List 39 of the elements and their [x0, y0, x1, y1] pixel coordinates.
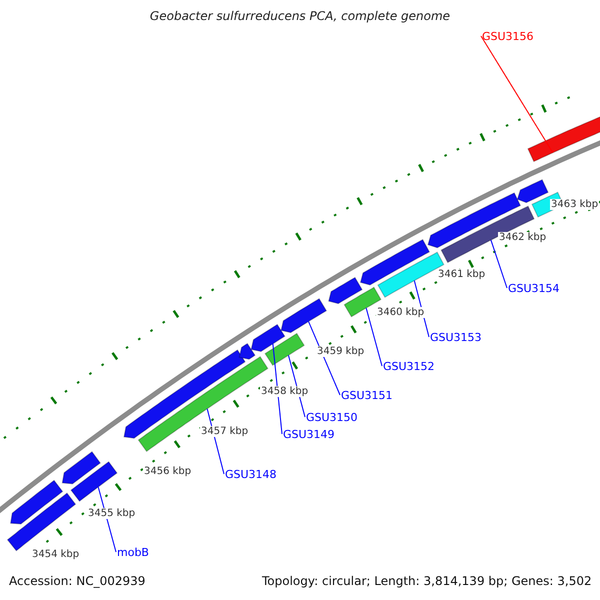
- gene-label: mobB: [117, 547, 149, 560]
- scale-label: 3463 kbp: [550, 199, 600, 210]
- gene-label: GSU3153: [430, 332, 482, 344]
- scale-label: 3461 kbp: [437, 269, 486, 280]
- gene-label: GSU3154: [508, 283, 560, 296]
- scale-label: 3460 kbp: [376, 307, 426, 318]
- accession-text: Accession: NC_002939: [9, 575, 146, 588]
- genome-summary-text: Topology: circular; Length: 3,814,139 bp; Genes: 3,502: [262, 575, 592, 588]
- gene-label: GSU3150: [306, 412, 358, 424]
- gene-bar: [10, 480, 64, 525]
- scale-label: 3455 kbp: [87, 508, 136, 519]
- leader-line: [366, 308, 382, 366]
- gene-bar: [360, 239, 430, 286]
- gene-bar: [250, 324, 286, 352]
- scale-label: 3457 kbp: [200, 426, 250, 437]
- scale-label: 3462 kbp: [498, 232, 548, 243]
- gene-bar: [280, 298, 327, 334]
- gene-bar: [70, 461, 118, 502]
- gene-label: GSU3152: [383, 361, 435, 374]
- gene-bar: [328, 277, 363, 304]
- gene-bar: [62, 451, 101, 484]
- gene-label: GSU3148: [225, 469, 277, 482]
- gene-bar: [527, 116, 600, 162]
- gene-bar: [238, 342, 256, 360]
- leader-line: [308, 321, 340, 396]
- leader-line: [480, 36, 554, 154]
- map-title: Geobacter sulfurreducens PCA, complete genome: [148, 10, 452, 24]
- gene-bar: [264, 333, 305, 366]
- gene-label: GSU3151: [341, 390, 393, 402]
- gene-bar: [123, 350, 246, 439]
- scale-label: 3459 kbp: [316, 346, 366, 357]
- leader-line: [272, 343, 282, 434]
- scale-label: 3458 kbp: [260, 386, 310, 397]
- scale-label: 3454 kbp: [31, 549, 80, 560]
- gene-label: GSU3149: [283, 429, 335, 442]
- leader-line: [490, 240, 508, 288]
- gene-bar: [516, 179, 549, 204]
- gene-label: GSU3156: [482, 31, 534, 44]
- scale-label: 3456 kbp: [143, 466, 192, 477]
